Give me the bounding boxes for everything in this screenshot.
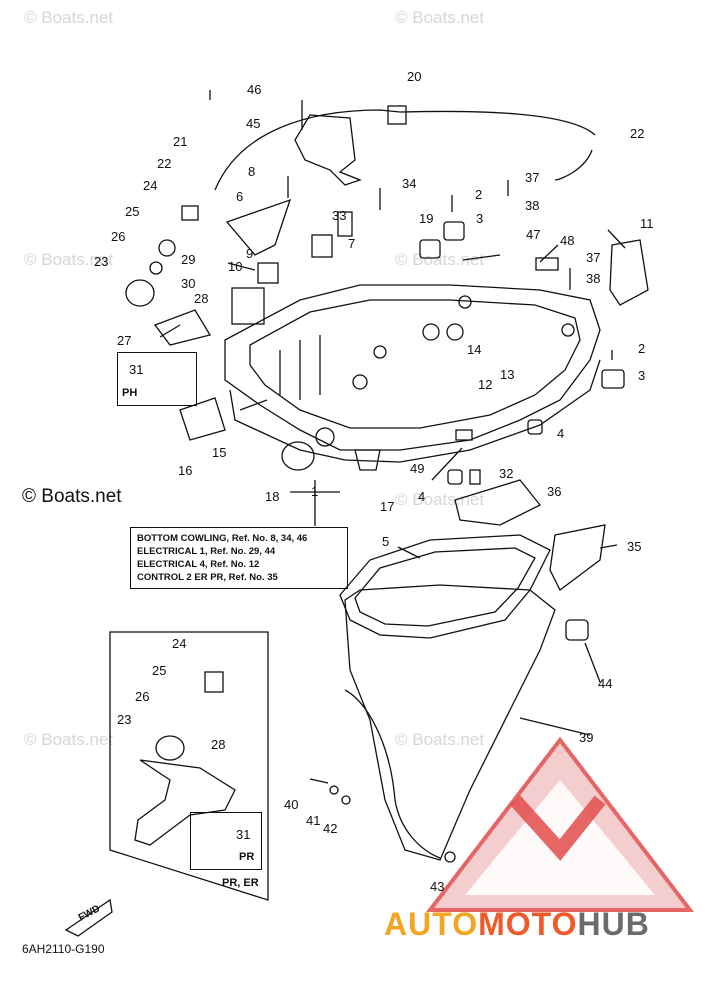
- callout-33: 33: [332, 208, 347, 223]
- inset-callout-28: 28: [211, 737, 226, 752]
- logo-part-auto: AUTO: [384, 906, 479, 942]
- callout-22-right: 22: [630, 126, 645, 141]
- callout-15: 15: [212, 445, 227, 460]
- info-line: ELECTRICAL 4, Ref. No. 12: [137, 559, 260, 570]
- pr-label: PR: [239, 851, 255, 863]
- watermark-top-center: © Boats.net: [395, 8, 485, 27]
- callout-2-right: 2: [638, 341, 646, 356]
- callout-49: 49: [410, 461, 425, 476]
- copyright-notice: © Boats.net: [22, 486, 122, 507]
- bottom-cowling-outline: [224, 284, 601, 451]
- fwd-arrow-icon: [64, 898, 113, 937]
- info-line: BOTTOM COWLING, Ref. No. 8, 34, 46: [137, 533, 308, 544]
- inset-callout-25: 25: [152, 663, 167, 678]
- watermark-left-upper: © Boats.net: [24, 250, 114, 269]
- callout-28: 28: [194, 291, 209, 306]
- callout-43: 43: [430, 879, 445, 894]
- info-line: CONTROL 2 ER PR, Ref. No. 35: [137, 572, 278, 583]
- callout-29: 29: [181, 252, 196, 267]
- callout-46: 46: [247, 82, 262, 97]
- callout-41: 41: [306, 813, 321, 828]
- callout-34: 34: [402, 176, 417, 191]
- callout-24: 24: [143, 178, 158, 193]
- callout-8: 8: [248, 164, 256, 179]
- logo-triangle-icon: [425, 736, 695, 912]
- ph-inset-box: PH: [117, 352, 197, 406]
- callout-44: 44: [598, 676, 613, 691]
- callout-5: 5: [382, 534, 390, 549]
- callout-47: 47: [526, 227, 541, 242]
- automotohub-logo: AUTOMOTOHUB: [384, 906, 650, 943]
- inset-callout-26: 26: [135, 689, 150, 704]
- callout-6: 6: [236, 189, 244, 204]
- callout-35: 35: [627, 539, 642, 554]
- watermark-center-mid: © Boats.net: [395, 490, 485, 509]
- callout-3-right: 3: [638, 368, 646, 383]
- callout-37-top: 37: [525, 170, 540, 185]
- watermark-center-lower: © Boats.net: [395, 730, 485, 749]
- inset-callout-24: 24: [172, 636, 187, 651]
- watermark-center-upper: © Boats.net: [395, 250, 485, 269]
- inset-callout-31: 31: [236, 827, 251, 842]
- callout-21: 21: [173, 134, 188, 149]
- callout-39: 39: [579, 730, 594, 745]
- diagram-code: 6AH2110-G190: [22, 942, 105, 956]
- callout-23: 23: [94, 254, 109, 269]
- inset-pr-er-outline: [109, 631, 269, 901]
- callout-45: 45: [246, 116, 261, 131]
- callout-26: 26: [111, 229, 126, 244]
- callout-32: 32: [499, 466, 514, 481]
- pr-er-label: PR, ER: [222, 877, 259, 889]
- logo-part-hub: HUB: [577, 906, 650, 942]
- callout-4-right: 4: [557, 426, 565, 441]
- pr-inset-box: PR: [190, 812, 262, 870]
- watermark-left-lower: © Boats.net: [24, 730, 114, 749]
- callout-3-top: 3: [476, 211, 484, 226]
- callout-10: 10: [228, 259, 243, 274]
- callout-4-bottom: 4: [418, 489, 426, 504]
- callout-42: 42: [323, 821, 338, 836]
- callout-30: 30: [181, 276, 196, 291]
- lower-cowling-outline: [344, 584, 556, 861]
- callout-22-left: 22: [157, 156, 172, 171]
- callout-2-top: 2: [475, 187, 483, 202]
- callout-12: 12: [478, 377, 493, 392]
- ph-label: PH: [122, 387, 138, 399]
- seal-outline: [339, 534, 551, 639]
- info-line: ELECTRICAL 1, Ref. No. 29, 44: [137, 546, 276, 557]
- callout-40: 40: [284, 797, 299, 812]
- callout-1: 1: [311, 484, 319, 499]
- callout-14: 14: [467, 342, 482, 357]
- callout-18: 18: [265, 489, 280, 504]
- callout-38-right: 38: [586, 271, 601, 286]
- inset-callout-23: 23: [117, 712, 132, 727]
- callout-25: 25: [125, 204, 140, 219]
- callout-38-top: 38: [525, 198, 540, 213]
- callout-19: 19: [419, 211, 434, 226]
- callout-27: 27: [117, 333, 132, 348]
- callout-7: 7: [348, 236, 356, 251]
- callout-13: 13: [500, 367, 515, 382]
- reference-info-box: BOTTOM COWLING, Ref. No. 8, 34, 46 ELECT…: [130, 527, 348, 589]
- logo-part-moto: MOTO: [478, 906, 578, 942]
- callout-37-right: 37: [586, 250, 601, 265]
- watermark-top-left: © Boats.net: [24, 8, 114, 27]
- callout-36: 36: [547, 484, 562, 499]
- callout-31: 31: [129, 362, 144, 377]
- callout-16: 16: [178, 463, 193, 478]
- callout-9: 9: [246, 246, 254, 261]
- callout-20: 20: [407, 69, 422, 84]
- callout-11: 11: [640, 216, 654, 231]
- callout-17: 17: [380, 499, 395, 514]
- callout-48: 48: [560, 233, 575, 248]
